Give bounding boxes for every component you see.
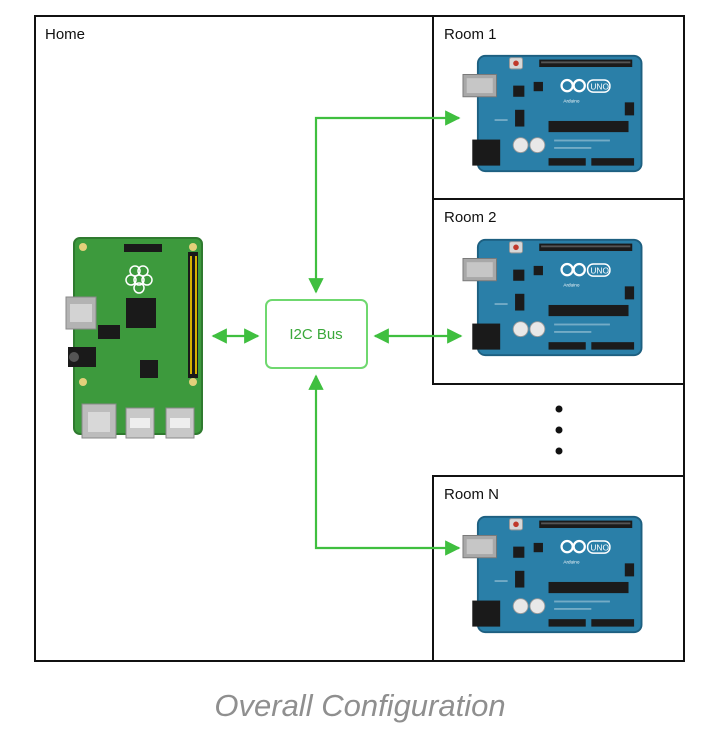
raspberry-pi-board <box>65 237 203 439</box>
arduino-brand-label: Arduino <box>563 282 579 287</box>
arrow-bus-room-n <box>308 374 461 556</box>
raspberry-logo-icon <box>125 265 153 294</box>
arduino-uno-label: UNO <box>590 542 609 552</box>
arduino-brand-label: Arduino <box>563 98 579 103</box>
room-n-label: Room N <box>444 486 499 503</box>
arduino-board-room-n: UNO Arduino <box>461 515 643 634</box>
arduino-board-room-1: UNO Arduino <box>461 54 643 173</box>
arduino-uno-label: UNO <box>590 265 609 275</box>
i2c-bus-box <box>265 299 368 369</box>
more-rooms-ellipsis <box>555 405 563 455</box>
room-1-label: Room 1 <box>444 26 497 43</box>
i2c-bus-label: I2C Bus <box>289 326 342 343</box>
room-2-label: Room 2 <box>444 209 497 226</box>
arduino-uno-label: UNO <box>590 81 609 91</box>
room-n-frame <box>432 475 685 662</box>
arduino-board-room-2: UNO Arduino <box>461 238 643 357</box>
arduino-brand-label: Arduino <box>563 559 579 564</box>
home-label: Home <box>45 26 85 43</box>
figure-caption: Overall Configuration <box>214 688 506 723</box>
arrow-bus-room-1 <box>308 110 461 294</box>
